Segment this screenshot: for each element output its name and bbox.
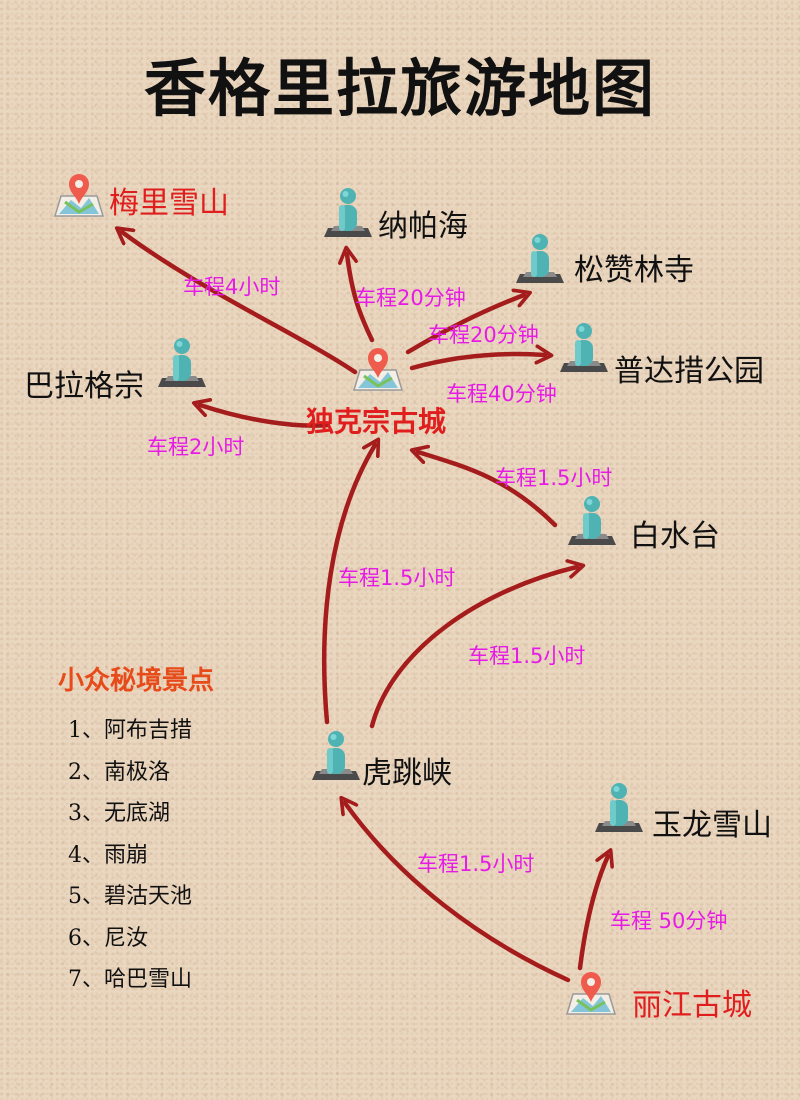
person-statue-icon: [595, 783, 643, 832]
person-statue-icon: [312, 731, 360, 780]
arrow-hutiaoxia-to-baishuitai: [369, 567, 577, 729]
place-label-yulong: 玉龙雪山: [652, 808, 772, 843]
route-label-meili: 车程4小时: [183, 275, 281, 299]
route-label-baishuitai-dukezong: 车程1.5小时: [495, 466, 613, 490]
route-label-lijiang-hutiaoxia: 车程1.5小时: [417, 852, 535, 876]
route-label-napahai: 车程20分钟: [355, 286, 466, 310]
arrow-baishuitai-to-dukezong: [418, 452, 558, 528]
hidden-spots-title: 小众秘境景点: [58, 666, 215, 696]
place-label-dukezong: 独克宗古城: [306, 405, 447, 438]
list-item: 2、南极洛: [68, 759, 170, 785]
arrow-dukezong-to-pudacuo: [409, 354, 545, 371]
route-label-hutiaoxia-dukezong: 车程1.5小时: [338, 566, 456, 590]
route-label-lijiang-yulong: 车程 50分钟: [610, 909, 728, 933]
arrow-dukezong-to-napahai: [347, 254, 375, 343]
arrow-lijiang-to-hutiaoxia: [345, 803, 571, 983]
place-label-lijiang: 丽江古城: [632, 988, 752, 1023]
place-label-napahai: 纳帕海: [378, 209, 468, 244]
map-pin-icon: [352, 346, 404, 392]
list-item: 7、哈巴雪山: [68, 967, 192, 992]
arrow-dukezong-to-meili: [122, 232, 358, 375]
person-statue-icon: [324, 188, 372, 237]
route-label-pudacuo: 车程40分钟: [446, 382, 557, 406]
place-label-baishuitai: 白水台: [630, 519, 720, 554]
place-label-songzanlin: 松赞林寺: [574, 253, 694, 288]
person-statue-icon: [568, 496, 616, 545]
person-statue-icon: [560, 323, 608, 372]
arrow-hutiaoxia-to-dukezong: [321, 445, 375, 725]
arrow-lijiang-to-yulong: [577, 856, 608, 971]
person-statue-icon: [158, 338, 206, 387]
route-label-songzanlin: 车程20分钟: [428, 323, 539, 347]
route-label-hutiaoxia-baishuitai: 车程1.5小时: [468, 644, 586, 668]
arrow-dukezong-to-songzanlin: [405, 295, 524, 355]
map-title: 香格里拉旅游地图: [143, 52, 656, 125]
place-label-meili: 梅里雪山: [109, 186, 229, 221]
map-pin-icon: [53, 172, 105, 218]
map-pin-icon: [565, 970, 617, 1016]
route-label-balagezong: 车程2小时: [147, 435, 245, 459]
place-label-hutiaoxia: 虎跳峡: [362, 756, 452, 791]
place-label-pudacuo: 普达措公园: [614, 354, 764, 389]
list-item: 3、无底湖: [68, 801, 170, 826]
list-item: 1、阿布吉措: [68, 718, 192, 743]
hidden-spots-list: 1、阿布吉措 2、南极洛 3、无底湖 4、雨崩 5、碧沽天池 6、尼汝 7、哈巴…: [68, 716, 192, 1007]
list-item: 5、碧沽天池: [68, 884, 192, 909]
list-item: 4、雨崩: [68, 842, 148, 868]
arrow-dukezong-to-balagezong: [200, 405, 331, 428]
place-label-balagezong: 巴拉格宗: [24, 369, 144, 404]
person-statue-icon: [516, 234, 564, 283]
list-item: 6、尼汝: [68, 925, 148, 951]
